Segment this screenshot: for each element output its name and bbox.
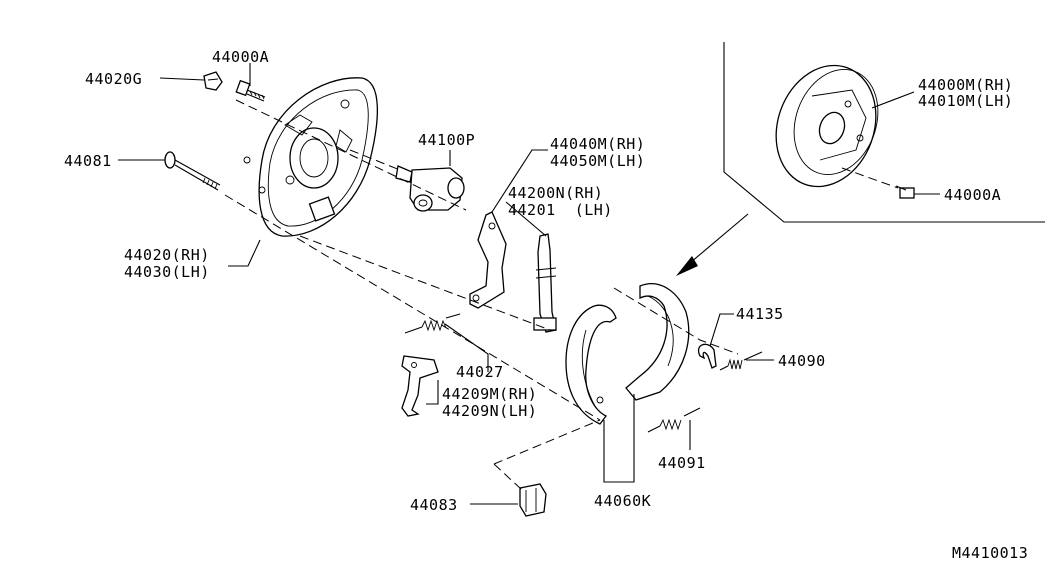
- label-44027: 44027: [456, 363, 504, 381]
- nut-44020g: [203, 71, 223, 91]
- label-44081: 44081: [64, 152, 112, 170]
- leader-44060k: [603, 394, 635, 483]
- brake-shoe-rear: [625, 283, 690, 401]
- label-44090: 44090: [778, 352, 826, 370]
- label-44100p: 44100P: [418, 131, 475, 149]
- diagram-id: M4410013: [952, 544, 1028, 562]
- label-44091: 44091: [658, 454, 706, 472]
- axis-line-1: [235, 99, 467, 211]
- leader-44000m: [871, 91, 915, 109]
- clip-44135: [697, 343, 717, 369]
- leader-44020: [228, 239, 261, 267]
- label-44020-rh: 44020(RH): [124, 246, 210, 264]
- label-44030-lh: 44030(LH): [124, 263, 210, 281]
- bolt-44000a-right: [895, 185, 915, 199]
- parking-lever: [469, 211, 507, 309]
- axis-line-3: [299, 235, 551, 331]
- spring-44027: [404, 313, 461, 334]
- label-44000m-rh: 44000M(RH): [918, 76, 1013, 94]
- axis-line-7: [613, 287, 739, 355]
- axis-line-5: [493, 419, 601, 465]
- drum-assembly: [775, 64, 879, 188]
- leader-44027: [444, 323, 489, 372]
- leader-44209: [426, 380, 439, 405]
- label-44135: 44135: [736, 305, 784, 323]
- backing-plate: [243, 77, 378, 237]
- retainer-44083: [519, 483, 547, 517]
- label-44200n-rh: 44200N(RH): [508, 184, 603, 202]
- spring-44090: [719, 351, 763, 371]
- wheel-cylinder: [395, 165, 465, 212]
- leader-44135: [709, 313, 734, 347]
- leader-44200n: [505, 201, 547, 237]
- label-44040m-rh: 44040M(RH): [550, 135, 645, 153]
- leader-44040m: [491, 149, 548, 213]
- bolt-44081: [164, 151, 221, 191]
- axis-line-6: [493, 463, 523, 491]
- bolt-44000a: [235, 79, 266, 102]
- brake-shoe-front: [565, 304, 617, 425]
- label-44083: 44083: [410, 496, 458, 514]
- label-44000a-right: 44000A: [944, 186, 1001, 204]
- adjuster-assembly: [533, 233, 557, 333]
- label-44209m-rh: 44209M(RH): [442, 385, 537, 403]
- label-44060k: 44060K: [594, 492, 651, 510]
- label-44050m-lh: 44050M(LH): [550, 152, 645, 170]
- label-44010m-lh: 44010M(LH): [918, 92, 1013, 110]
- label-44201-lh: 44201 (LH): [508, 201, 613, 219]
- label-44020g: 44020G: [85, 70, 142, 88]
- leader-44020g: [159, 77, 205, 81]
- axis-line-4: [349, 149, 401, 171]
- strut-44209: [401, 355, 439, 417]
- axis-line-2: [224, 194, 601, 421]
- axis-line-8: [841, 167, 899, 189]
- spring-44091: [647, 407, 701, 433]
- inset-border: [723, 42, 1045, 223]
- label-44209n-lh: 44209N(LH): [442, 402, 537, 420]
- label-44000a-top: 44000A: [212, 48, 269, 66]
- assembly-arrow: [676, 213, 749, 276]
